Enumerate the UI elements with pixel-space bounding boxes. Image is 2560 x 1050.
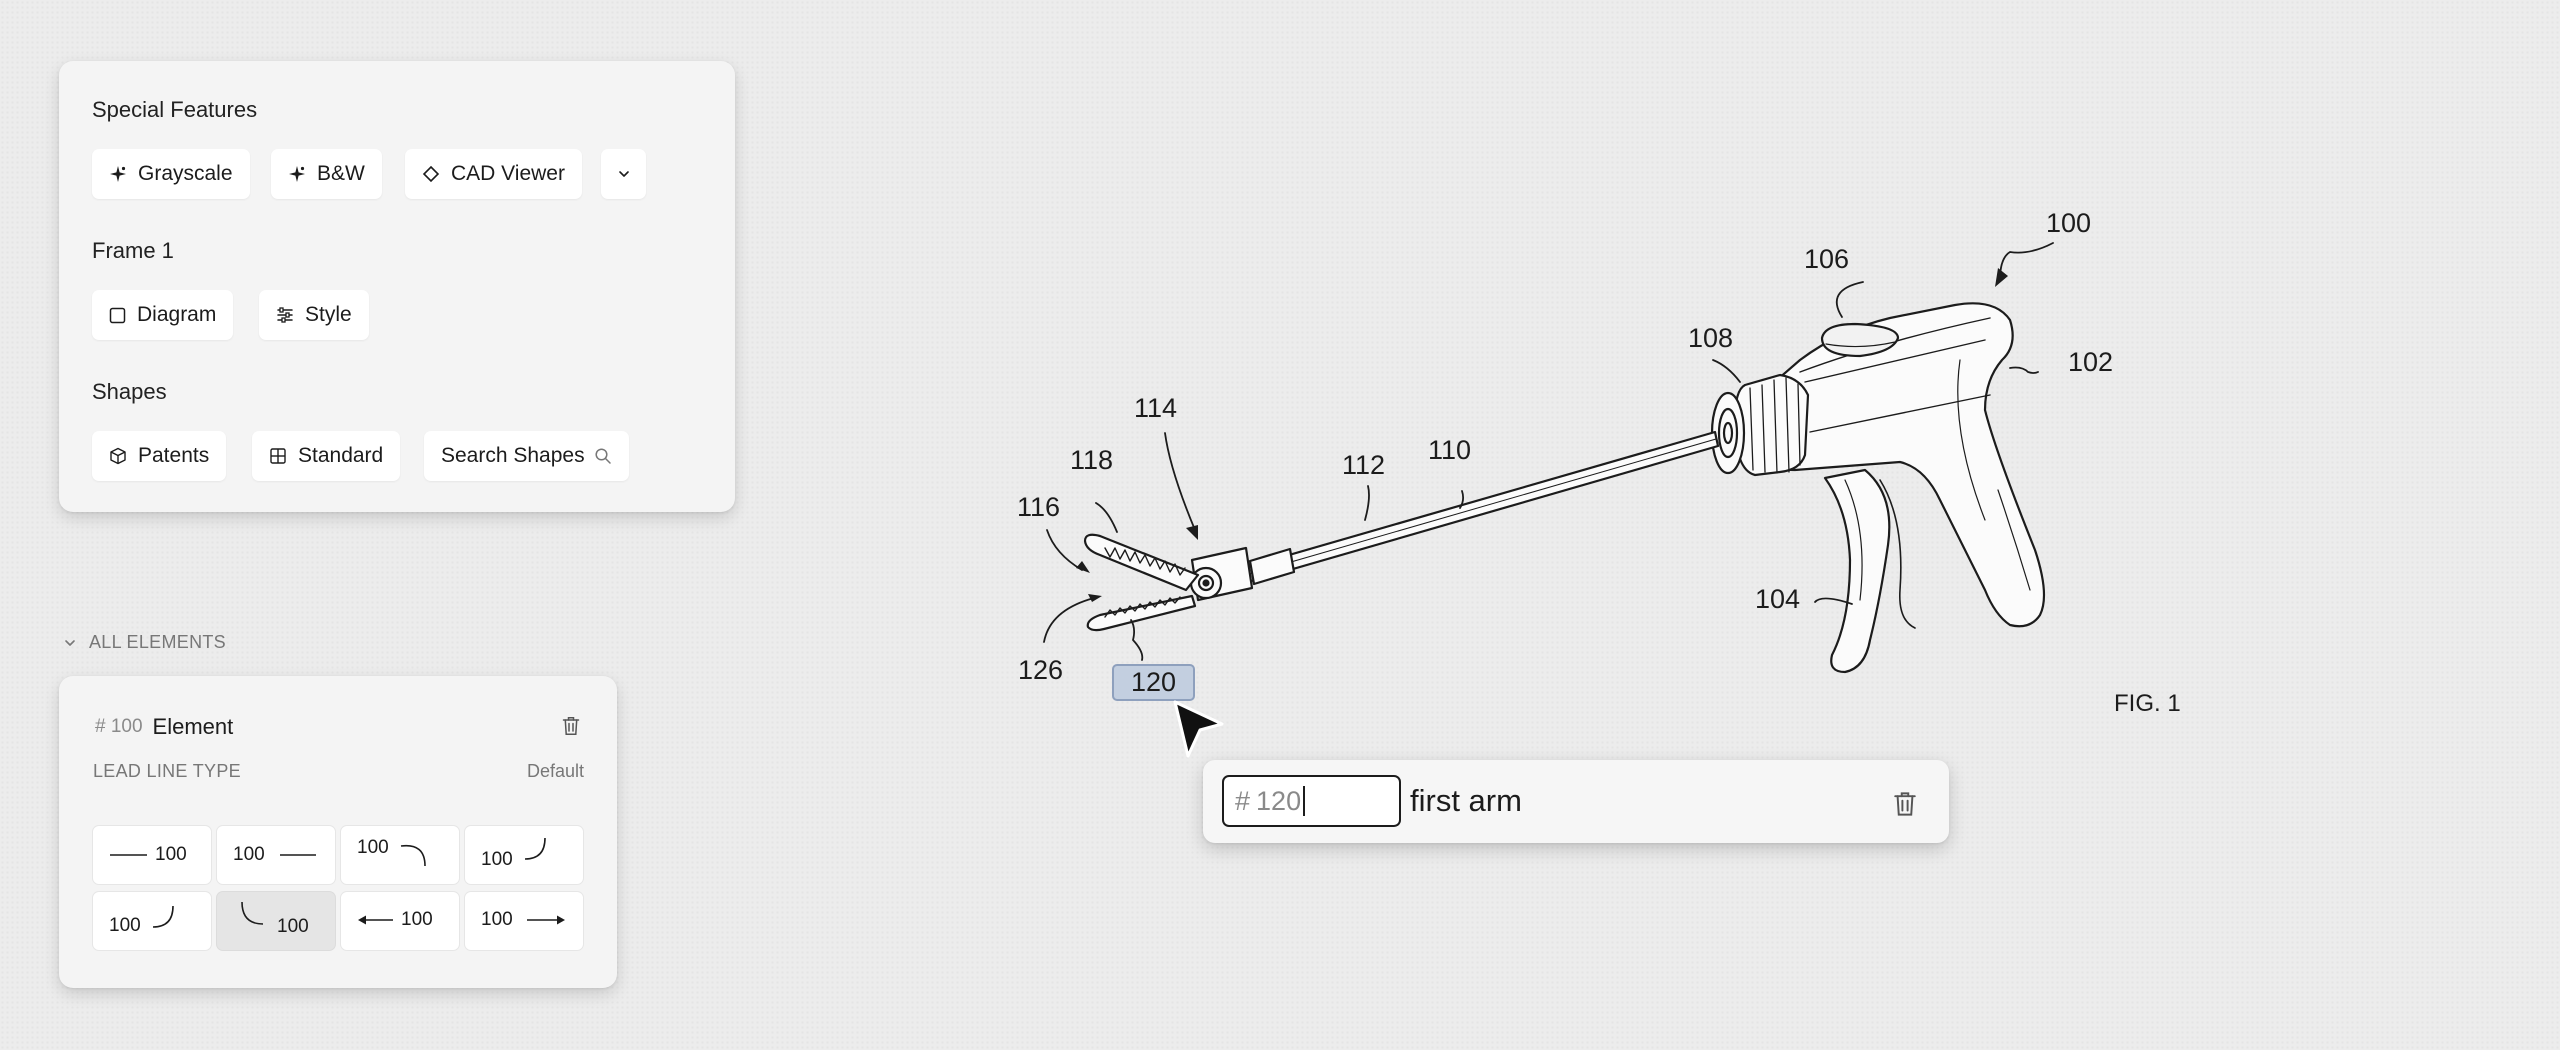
lead-line-tile-line-right[interactable]: 100 <box>217 826 335 884</box>
element-edit-bar: # 120 <box>1203 760 1949 843</box>
lead-line-arrowheads <box>1076 268 2008 602</box>
curve-icon <box>152 905 174 928</box>
lead-line-tile-curve-up-right-low[interactable]: 100 <box>93 892 211 950</box>
ref-label-108[interactable]: 108 <box>1688 323 1734 353</box>
tile-number: 100 <box>481 909 513 930</box>
ref-label-100[interactable]: 100 <box>2046 208 2092 238</box>
hash-prefix: # <box>1235 785 1251 816</box>
element-card: # 100 Element LEAD LINE TYPE Default 100… <box>59 676 617 988</box>
pivot-joint <box>1189 546 1254 602</box>
tile-number: 100 <box>277 916 309 937</box>
element-header: # 100 Element <box>95 714 233 740</box>
grayscale-label: Grayscale <box>138 162 233 185</box>
tile-number: 100 <box>357 837 389 858</box>
grayscale-button[interactable]: Grayscale <box>92 149 250 199</box>
patents-label: Patents <box>138 444 210 467</box>
curve-icon <box>400 844 426 867</box>
element-number-field[interactable]: # 120 <box>1222 775 1401 827</box>
standard-label: Standard <box>298 444 384 467</box>
handle-body <box>1746 302 2046 674</box>
element-id: # 100 <box>95 716 143 737</box>
tile-number: 100 <box>155 844 187 865</box>
patents-button[interactable]: Patents <box>92 431 227 481</box>
trash-icon[interactable] <box>562 716 580 736</box>
search-icon <box>595 448 611 464</box>
second-arm <box>1086 594 1197 632</box>
chevron-down-icon <box>65 639 75 646</box>
arrow-right-icon <box>527 915 565 925</box>
sparkle-icon <box>110 166 126 182</box>
tile-number: 100 <box>481 849 513 870</box>
shapes-title: Shapes <box>92 379 167 404</box>
arrow-left-icon <box>358 915 393 925</box>
diamond-icon <box>422 165 440 183</box>
lead-line-tile-arrow-right[interactable]: 100 <box>465 892 583 950</box>
element-title: Element <box>152 714 234 739</box>
mouse-pointer-icon <box>1173 700 1224 758</box>
special-features-title: Special Features <box>92 97 258 122</box>
diagram-label: Diagram <box>137 303 217 326</box>
lead-line-tile-curve-down-right[interactable]: 100 <box>341 826 459 884</box>
line-icon <box>110 854 147 856</box>
lead-line-type-value: Default <box>526 761 584 781</box>
lead-line-tile-line-left[interactable]: 100 <box>93 826 211 884</box>
tile-number: 100 <box>233 844 265 865</box>
cad-viewer-button[interactable]: CAD Viewer <box>405 149 582 199</box>
ref-label-110[interactable]: 110 <box>1428 435 1472 465</box>
ref-label-116[interactable]: 116 <box>1017 492 1061 522</box>
rotation-knob <box>1710 373 1810 477</box>
text-caret <box>1303 786 1306 816</box>
square-icon <box>109 307 126 323</box>
frame-title: Frame 1 <box>92 238 174 263</box>
trash-icon[interactable] <box>1893 791 1917 817</box>
sparkle-icon <box>289 166 305 182</box>
element-name-input[interactable] <box>1406 775 1854 827</box>
ref-label-118[interactable]: 118 <box>1070 445 1114 475</box>
ref-label-106[interactable]: 106 <box>1804 244 1850 274</box>
curve-icon <box>241 901 264 925</box>
chevron-down-icon <box>618 171 629 177</box>
more-features-button[interactable] <box>601 149 646 199</box>
ref-label-102[interactable]: 102 <box>2068 347 2114 377</box>
curve-icon <box>524 837 546 860</box>
first-arm <box>1083 533 1200 592</box>
style-label: Style <box>305 303 352 326</box>
features-panel: Special Features Grayscale B&W CAD Viewe… <box>59 61 735 512</box>
ref-label-104[interactable]: 104 <box>1755 584 1801 614</box>
lead-line-tile-curve-up-right[interactable]: 100 <box>465 826 583 884</box>
bw-button[interactable]: B&W <box>271 149 382 199</box>
lead-line-tile-curve-down-left[interactable]: 100 <box>217 892 335 950</box>
search-shapes-label: Search Shapes <box>441 444 585 467</box>
ref-label-114[interactable]: 114 <box>1134 393 1178 423</box>
bw-label: B&W <box>317 162 365 185</box>
search-shapes-button[interactable]: Search Shapes <box>424 431 629 481</box>
all-elements-label: ALL ELEMENTS <box>89 632 226 652</box>
grid-icon <box>270 448 286 464</box>
sliders-icon <box>277 307 293 323</box>
line-icon <box>280 854 316 856</box>
cad-viewer-label: CAD Viewer <box>451 162 565 185</box>
cube-icon <box>110 447 126 465</box>
ref-label-120-selected[interactable]: 120 <box>1112 664 1195 701</box>
tile-number: 100 <box>109 915 141 936</box>
tile-number: 100 <box>401 909 433 930</box>
lead-line-type-label: LEAD LINE TYPE <box>93 761 241 781</box>
figure-label: FIG. 1 <box>2114 690 2181 717</box>
lead-line-tile-arrow-left[interactable]: 100 <box>341 892 459 950</box>
standard-button[interactable]: Standard <box>252 431 401 481</box>
ref-label-126[interactable]: 126 <box>1018 655 1064 685</box>
ref-label-112[interactable]: 112 <box>1342 450 1386 480</box>
shaft <box>1242 430 1720 586</box>
style-button[interactable]: Style <box>259 290 369 340</box>
all-elements-toggle[interactable]: ALL ELEMENTS <box>63 632 226 653</box>
element-number-value: 120 <box>1256 785 1302 816</box>
diagram-button[interactable]: Diagram <box>92 290 234 340</box>
